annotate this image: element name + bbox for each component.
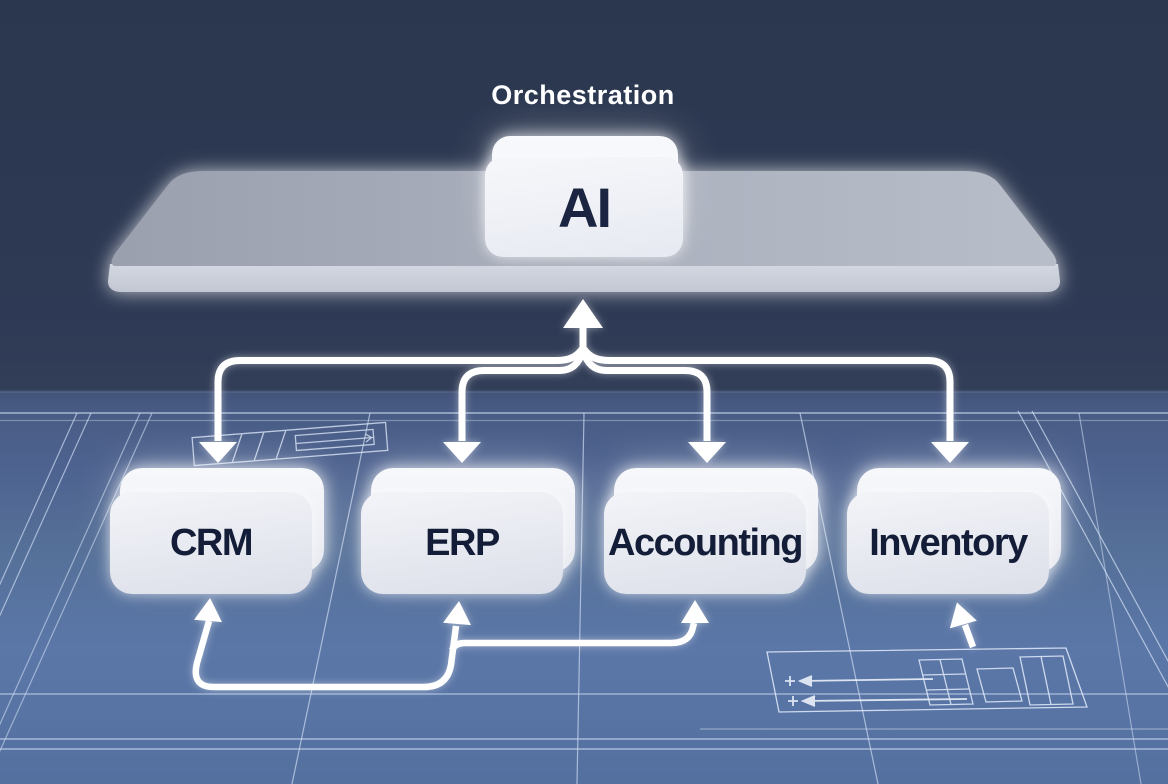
hub-node-label: AI — [558, 175, 612, 239]
hub-node-ai: AI — [485, 136, 683, 258]
system-node-label: CRM — [169, 521, 254, 564]
system-node-front-face: Accounting — [604, 492, 806, 594]
arrowhead-up-crm — [194, 598, 222, 623]
system-node-inventory: Inventory — [847, 468, 1061, 594]
system-node-label: Accounting — [608, 521, 803, 564]
arrowhead-down-crm — [199, 442, 237, 463]
blueprint-detail-left — [191, 421, 389, 467]
arrow-branch-outer-right — [580, 345, 954, 441]
bottom-feed-inventory-shaft — [961, 623, 977, 649]
arrowhead-up-platform — [563, 299, 603, 328]
system-node-crm: CRM — [110, 468, 324, 594]
arrow-branch-inner-right — [579, 348, 711, 441]
arrowhead-down-inventory — [931, 442, 969, 463]
arrowhead-down-erp — [443, 442, 481, 463]
arrowhead-down-accounting — [688, 442, 726, 463]
system-node-erp: ERP — [361, 468, 575, 594]
orchestration-title: Orchestration — [491, 80, 675, 110]
platform-side — [108, 264, 1060, 292]
bottom-feed-branch — [449, 622, 698, 652]
arrowhead-up-accounting — [681, 600, 709, 623]
system-node-front-face: Inventory — [847, 492, 1049, 594]
arrowhead-up-erp — [443, 601, 471, 626]
arrow-branch-inner-left — [458, 348, 587, 441]
hub-node-front-face: AI — [485, 157, 683, 257]
connector-arrows — [192, 299, 977, 691]
system-node-accounting: Accounting — [604, 468, 818, 594]
blueprint-detail-right — [766, 647, 1088, 713]
bottom-feed-chain — [192, 620, 460, 691]
measure-arrows — [785, 675, 968, 707]
system-node-front-face: CRM — [110, 492, 312, 594]
system-node-front-face: ERP — [361, 492, 563, 594]
blueprint-grid — [0, 391, 1168, 784]
arrow-branch-outer-left — [214, 345, 586, 441]
arrowhead-up-inventory — [949, 602, 977, 629]
system-node-label: ERP — [425, 521, 500, 564]
system-node-label: Inventory — [869, 521, 1028, 564]
